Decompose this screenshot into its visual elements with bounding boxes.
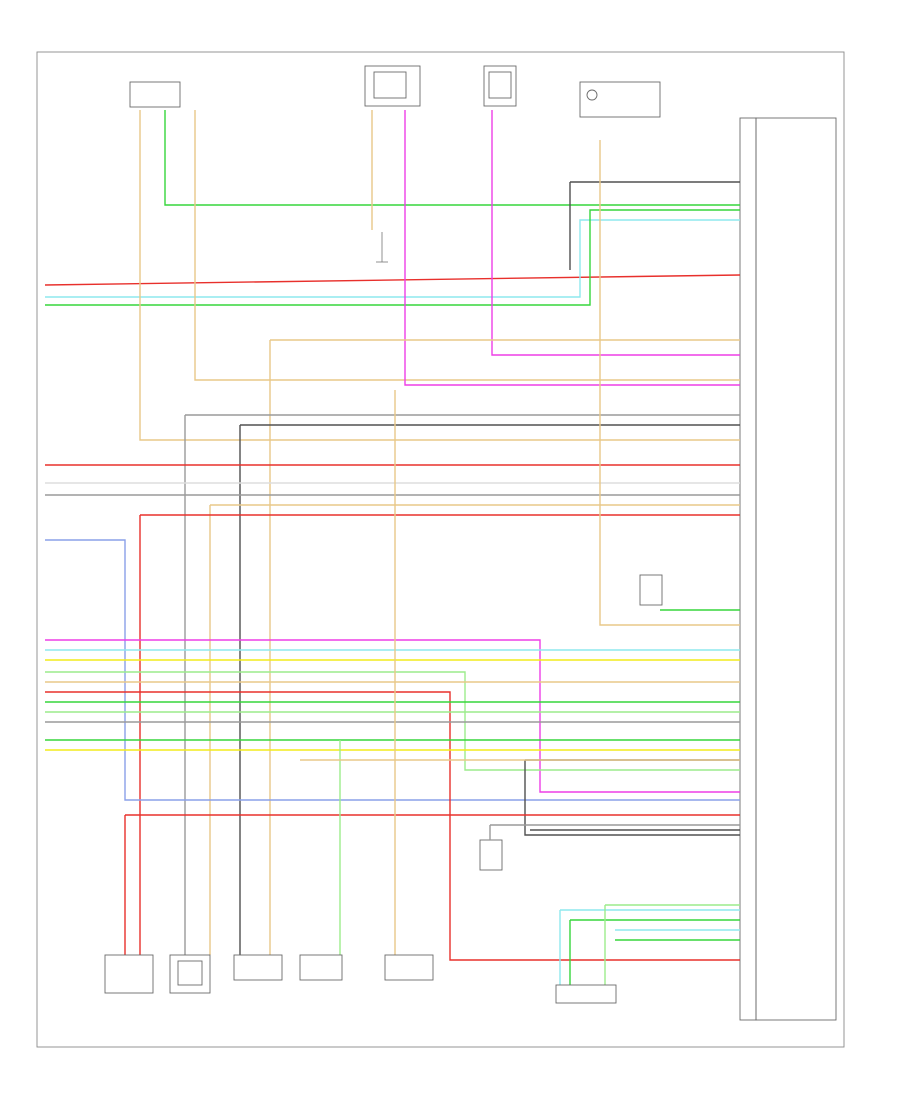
switch-2-body bbox=[483, 65, 517, 107]
bottom-right-sensor bbox=[555, 984, 617, 1004]
wire-tan-19 bbox=[599, 140, 740, 626]
wires bbox=[44, 110, 741, 985]
lower-connector-body bbox=[479, 839, 503, 871]
wire-green-2 bbox=[45, 209, 740, 306]
switch-1-inner bbox=[373, 71, 407, 99]
wire-tan-10 bbox=[269, 339, 740, 955]
wire-magenta-7 bbox=[491, 110, 740, 356]
wire-cyan-37 bbox=[559, 909, 740, 985]
top-right-symbol bbox=[586, 89, 598, 101]
bottom-component-5 bbox=[384, 954, 434, 981]
wire-dark-grey-4 bbox=[569, 181, 740, 270]
wire-cyan-1 bbox=[45, 219, 740, 298]
wire-dark-grey-32 bbox=[524, 759, 740, 836]
diagram-frame bbox=[36, 51, 845, 1048]
bottom-component-2 bbox=[169, 954, 211, 994]
top-switch-1 bbox=[364, 65, 421, 107]
sensor-body bbox=[129, 81, 181, 108]
wire-blue-18 bbox=[45, 539, 740, 801]
bottom-component-5-body bbox=[384, 954, 434, 981]
bottom-component-4 bbox=[299, 954, 343, 981]
bottom-component-3 bbox=[233, 954, 283, 981]
top-switch-2 bbox=[483, 65, 517, 107]
bottom-component-1 bbox=[104, 954, 154, 994]
wire-grey-12 bbox=[184, 414, 740, 955]
wire-tan-16 bbox=[209, 504, 740, 955]
pcm-pin-column bbox=[739, 117, 757, 1021]
wire-dark-grey-11 bbox=[239, 424, 740, 955]
mid-connector-1 bbox=[639, 574, 663, 606]
wire-tan-5 bbox=[139, 110, 740, 441]
switch-2-inner bbox=[488, 71, 512, 99]
wire-grey-43 bbox=[489, 824, 740, 840]
pcm-connector bbox=[739, 117, 837, 1021]
bottom-component-2-body bbox=[169, 954, 211, 994]
mid-connector-1-body bbox=[639, 574, 663, 606]
wire-magenta-21 bbox=[45, 639, 740, 793]
wire-red-17 bbox=[139, 514, 740, 955]
wire-tan-6 bbox=[194, 110, 740, 381]
top-right-component bbox=[579, 81, 661, 118]
wire-light-green-24 bbox=[45, 671, 740, 771]
bottom-component-3-body bbox=[233, 954, 283, 981]
wire-light-green-39 bbox=[604, 904, 740, 985]
top-left-sensor bbox=[129, 81, 181, 108]
switch-1-body bbox=[364, 65, 421, 107]
bottom-right-sensor-body bbox=[555, 984, 617, 1004]
lower-connector bbox=[479, 839, 503, 871]
pcm-outline bbox=[755, 117, 837, 1021]
bottom-component-2-inner bbox=[177, 960, 203, 986]
wire-red-26 bbox=[45, 691, 740, 961]
bottom-component-1-body bbox=[104, 954, 154, 994]
wire-red-0 bbox=[44, 274, 741, 286]
ground-symbol bbox=[376, 232, 388, 263]
wire-red-34 bbox=[124, 814, 740, 955]
bottom-component-4-body bbox=[299, 954, 343, 981]
wire-green-38 bbox=[569, 919, 740, 985]
top-right-body bbox=[579, 81, 661, 118]
wire-magenta-8 bbox=[404, 110, 740, 386]
wire-green-3 bbox=[164, 110, 740, 206]
